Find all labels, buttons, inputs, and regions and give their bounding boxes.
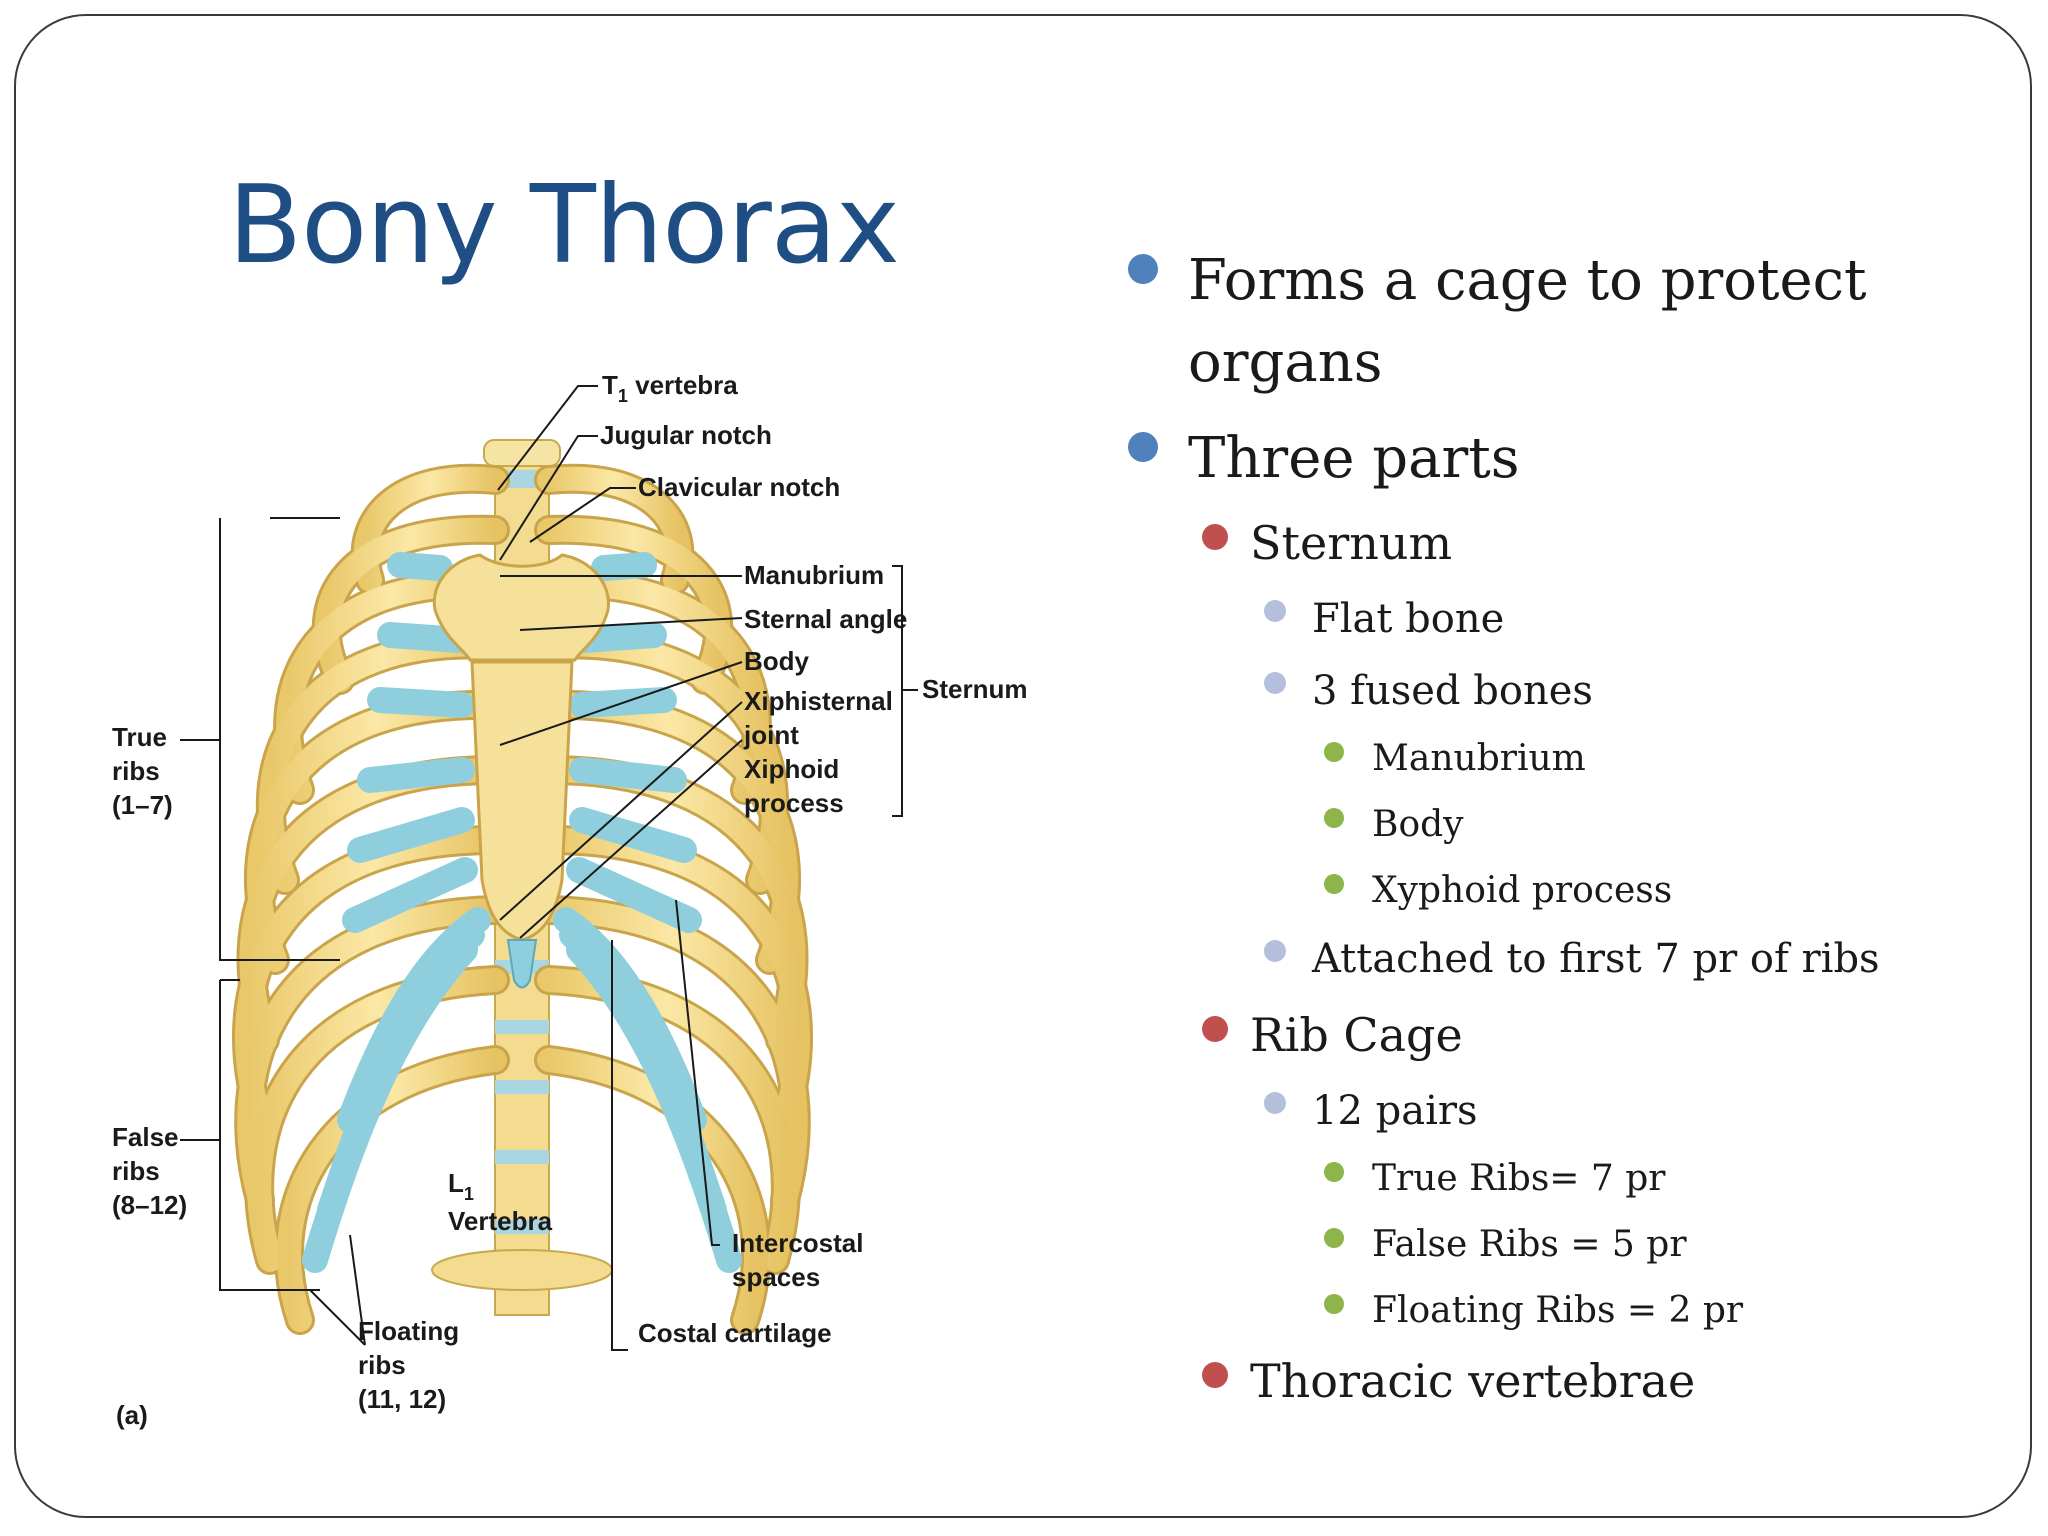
label-l1-vertebra: Vertebra	[448, 1206, 553, 1236]
rib-cage-diagram: T1 vertebra Jugular notch Clavicular not…	[112, 370, 1027, 1430]
bullet-dot-level4	[1324, 1294, 1344, 1314]
slide-title: Bony Thorax	[228, 163, 900, 288]
label-costal-cartilage: Costal cartilage	[638, 1318, 832, 1348]
label-sternum: Sternum	[922, 674, 1027, 704]
bullet-dot-level2	[1202, 524, 1228, 550]
label-true-ribs-1: True	[112, 722, 167, 752]
bullet-item: Manubrium	[1372, 738, 1586, 779]
bullet-dot-level3	[1264, 1092, 1286, 1114]
label-t1-vertebra: T1 vertebra	[602, 370, 738, 406]
label-body: Body	[744, 646, 810, 676]
bullet-item: 12 pairs	[1312, 1088, 1478, 1134]
label-intercostal-1: Intercostal	[732, 1228, 864, 1258]
bullet-item: Three parts	[1188, 426, 1520, 491]
bullet-dot-level2	[1202, 1016, 1228, 1042]
leader-lines	[180, 385, 918, 1351]
label-false-ribs-1: False	[112, 1122, 179, 1152]
bullet-dot-level2	[1202, 1362, 1228, 1388]
label-floating-2: ribs	[358, 1350, 406, 1380]
bullet-dot-level1	[1128, 432, 1158, 462]
label-l1-letter: L1	[448, 1168, 474, 1204]
bullet-item: organs	[1188, 330, 1383, 395]
label-floating-3: (11, 12)	[358, 1384, 446, 1414]
bullet-item: Body	[1372, 804, 1464, 845]
bullet-item: Thoracic vertebrae	[1250, 1354, 1696, 1408]
label-xiphisternal-1: Xiphisternal	[744, 686, 893, 716]
bullet-item: Xyphoid process	[1372, 870, 1673, 911]
bullet-item: Attached to first 7 pr of ribs	[1312, 936, 1880, 982]
slide-frame	[14, 14, 2032, 1518]
label-true-ribs-2: ribs	[112, 756, 160, 786]
label-xiphoid-1: Xiphoid	[744, 754, 839, 784]
bullet-item: Flat bone	[1312, 596, 1505, 642]
diagram-labels: T1 vertebra Jugular notch Clavicular not…	[112, 370, 1027, 1430]
bullet-dot-level3	[1264, 672, 1286, 694]
label-false-ribs-3: (8–12)	[112, 1190, 187, 1220]
label-manubrium: Manubrium	[744, 560, 884, 590]
bullet-dot-level3	[1264, 600, 1286, 622]
bullet-item: 3 fused bones	[1312, 668, 1593, 714]
label-floating-1: Floating	[358, 1316, 459, 1346]
label-xiphoid-2: process	[744, 788, 844, 818]
label-xiphisternal-2: joint	[743, 720, 799, 750]
bullet-item: Rib Cage	[1250, 1008, 1463, 1062]
bullet-item: Floating Ribs = 2 pr	[1372, 1290, 1744, 1331]
label-false-ribs-2: ribs	[112, 1156, 160, 1186]
label-jugular-notch: Jugular notch	[600, 420, 772, 450]
label-sternal-angle: Sternal angle	[744, 604, 907, 634]
bullet-dot-level3	[1264, 940, 1286, 962]
label-true-ribs-3: (1–7)	[112, 790, 173, 820]
bullet-dot-level4	[1324, 874, 1344, 894]
label-intercostal-2: spaces	[732, 1262, 820, 1292]
bullet-dot-level1	[1128, 254, 1158, 284]
bullet-dot-level4	[1324, 1162, 1344, 1182]
bullet-dot-level4	[1324, 742, 1344, 762]
bullet-item: True Ribs= 7 pr	[1372, 1158, 1666, 1199]
bullet-dot-level4	[1324, 808, 1344, 828]
bullet-dot-level4	[1324, 1228, 1344, 1248]
label-panel-a: (a)	[116, 1400, 148, 1430]
bullet-item: False Ribs = 5 pr	[1372, 1224, 1687, 1265]
bullet-item: Forms a cage to protect	[1188, 248, 1867, 313]
sternum	[432, 553, 610, 989]
label-clavicular-notch: Clavicular notch	[638, 472, 840, 502]
bullet-item: Sternum	[1250, 516, 1453, 570]
